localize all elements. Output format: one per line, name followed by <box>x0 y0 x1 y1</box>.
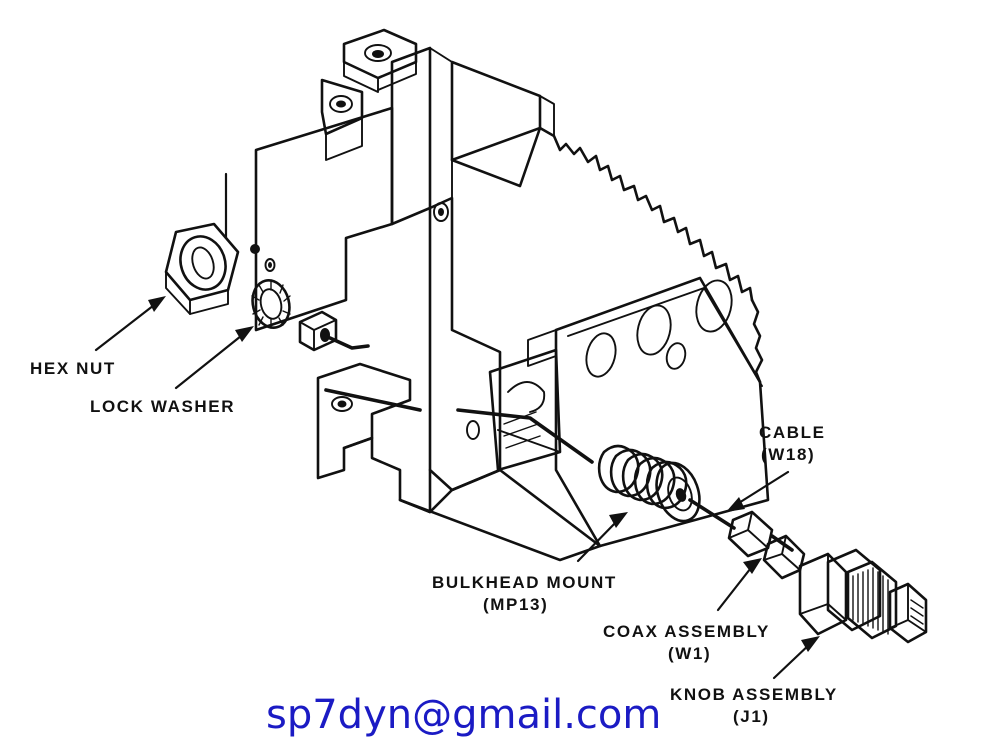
second-mount-hole <box>329 95 353 113</box>
right-panel-face <box>554 276 770 548</box>
shelf-rail <box>324 388 422 412</box>
center-dot <box>250 244 260 254</box>
second-mount-tab <box>320 78 364 136</box>
callout-bulkhead-mount-designator: (MP13) <box>483 595 548 614</box>
cable-w18-run <box>456 408 594 464</box>
recess-bottom-edge <box>497 429 561 453</box>
callout-lock-washer-label: LOCK WASHER <box>90 397 235 416</box>
top-tab-edge-right <box>377 61 417 91</box>
coax-link-shaft <box>770 534 794 552</box>
leader-hex-nut <box>94 296 166 352</box>
vent-hole-3 <box>585 332 617 378</box>
callout-labels: HEX NUT LOCK WASHER BULKHEAD MOUNT (MP13… <box>30 359 838 726</box>
knob-hex-collar <box>826 548 882 632</box>
coax-barrel-2-edges <box>763 535 801 571</box>
chassis-bracket <box>254 28 770 562</box>
coax-pin-shaft <box>688 498 736 530</box>
knurl-ridges <box>852 567 889 635</box>
bulkhead-threads <box>597 444 688 510</box>
hex-nut-part <box>164 222 240 315</box>
hex-nut-bore-inner <box>191 246 215 280</box>
callout-cable-label: CABLE <box>759 423 826 442</box>
bulkhead-mount-part <box>597 444 701 523</box>
callout-bulkhead-mount-label: BULKHEAD MOUNT <box>432 573 617 592</box>
lock-washer-bore <box>259 288 283 320</box>
recess-side-hole <box>466 420 480 440</box>
body-hole-small-upper-inner <box>438 208 444 216</box>
second-mount-hole-inner <box>336 100 346 108</box>
leader-knob-assembly <box>772 636 820 680</box>
lower-bracket-hole-inner <box>337 400 347 408</box>
knob-end-cap-edges <box>889 583 927 633</box>
vent-hole-4 <box>665 342 687 370</box>
hex-nut-bore-outer <box>179 235 227 291</box>
top-mount-hole-inner <box>372 50 384 58</box>
top-tab-edge <box>343 61 379 93</box>
knob-assembly-part <box>798 548 928 644</box>
left-plate-step <box>345 223 393 239</box>
callout-coax-assembly-designator: (W1) <box>668 644 711 663</box>
leader-cable <box>726 470 790 512</box>
lock-washer-teeth <box>251 280 291 329</box>
recess-curve <box>507 381 546 413</box>
bulkhead-flange-inner <box>667 476 693 512</box>
coax-barrel-1-edges <box>728 511 769 549</box>
bulkhead-flange <box>655 461 701 523</box>
torn-break-edge-upper <box>450 126 754 302</box>
connector-lead-wire <box>328 336 370 350</box>
callout-cable-designator: (W18) <box>761 445 815 464</box>
lower-left-bracket <box>316 362 412 480</box>
knob-end-cap-threads <box>910 599 924 625</box>
callout-knob-assembly-designator: (J1) <box>733 707 770 726</box>
callout-leaders <box>94 172 820 680</box>
second-tab-body <box>325 117 363 161</box>
lower-bracket-hole <box>331 396 353 412</box>
vent-hole-1 <box>695 279 733 333</box>
right-panel-notch <box>527 329 557 367</box>
lock-washer-part <box>251 279 291 329</box>
body-center-column <box>428 196 502 492</box>
leader-lock-washer <box>174 326 254 390</box>
leader-bulkhead-mount <box>576 512 628 563</box>
top-mount-hole <box>364 44 392 62</box>
left-plate-hole-inner <box>268 262 272 268</box>
email-watermark: sp7dyn@gmail.com <box>266 692 661 738</box>
vent-hole-2 <box>636 304 672 356</box>
leader-coax-assembly <box>716 558 762 612</box>
callout-hex-nut-label: HEX NUT <box>30 359 116 378</box>
lock-washer-outer <box>251 279 291 329</box>
coax-assembly-part <box>688 498 806 580</box>
left-plate-hole <box>264 258 276 272</box>
torn-break-edge-mid <box>750 298 764 384</box>
callout-knob-assembly-label: KNOB ASSEMBLY <box>670 685 838 704</box>
bulkhead-center-pin <box>675 488 687 502</box>
callout-coax-assembly-label: COAX ASSEMBLY <box>603 622 770 641</box>
